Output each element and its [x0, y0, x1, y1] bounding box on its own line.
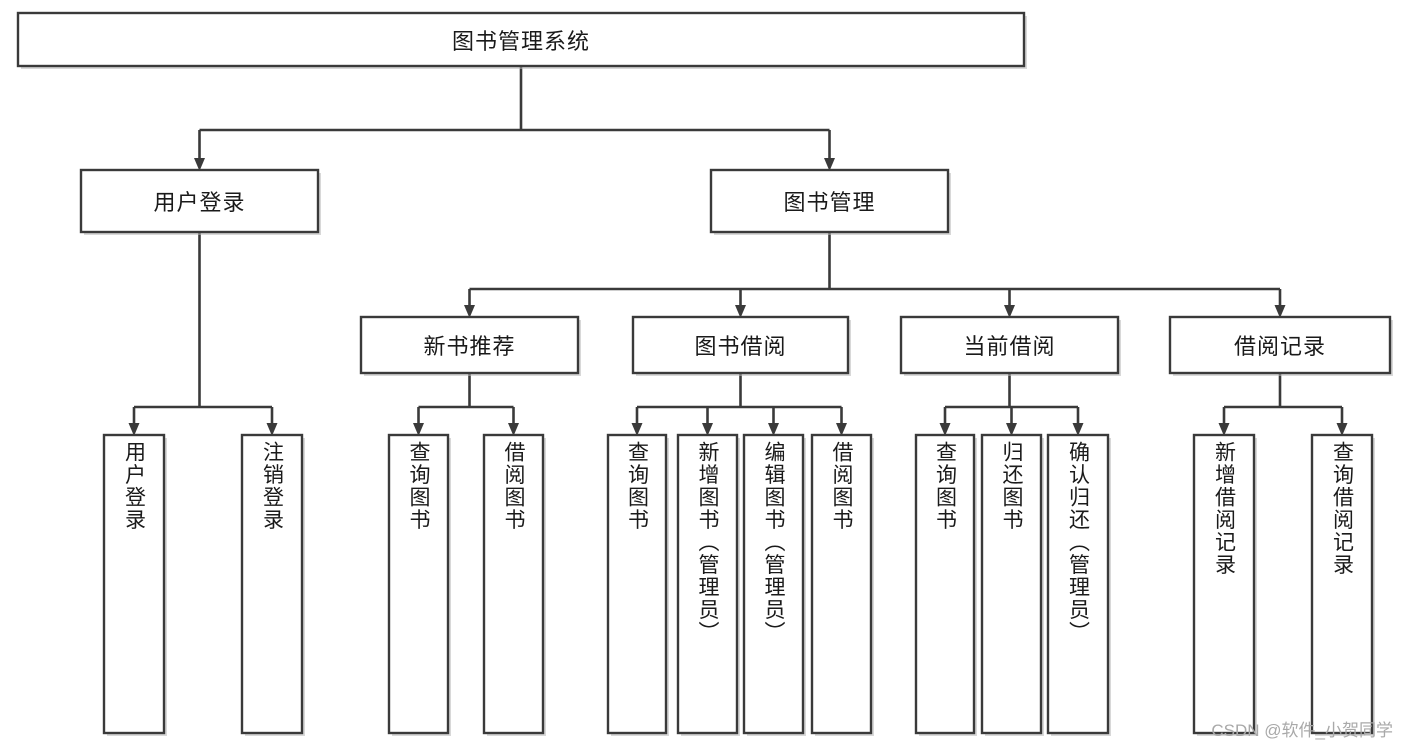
node-new-book-rec[interactable] [359, 315, 581, 376]
arrow-head-icon [128, 423, 140, 436]
arrow-head-icon [1004, 305, 1015, 318]
arrow-head-icon [824, 158, 835, 171]
node-leaf-borrow-book-2[interactable] [810, 433, 874, 736]
edge-group-borrow-record [1218, 373, 1348, 436]
node-book-manage[interactable] [709, 168, 951, 235]
node-user-login[interactable] [79, 168, 321, 235]
arrow-head-icon [464, 305, 475, 318]
arrow-head-icon [1072, 423, 1084, 436]
arrow-head-icon [1274, 305, 1286, 318]
node-current-borrow[interactable] [899, 315, 1121, 376]
nodes-layer [16, 11, 1393, 736]
arrow-head-icon [702, 423, 713, 436]
arrow-head-icon [1006, 423, 1017, 436]
arrow-head-icon [939, 423, 951, 436]
node-leaf-add-book[interactable] [676, 433, 740, 736]
arrow-head-icon [1218, 423, 1230, 436]
arrow-head-icon [413, 423, 424, 436]
node-leaf-edit-book[interactable] [742, 433, 806, 736]
edge-group-root [194, 66, 835, 171]
edge-group-user-login [128, 232, 278, 436]
node-leaf-query-record[interactable] [1310, 433, 1375, 736]
arrow-head-icon [1336, 423, 1348, 436]
edge-group-book-borrow [631, 373, 847, 436]
node-leaf-user-logout[interactable] [240, 433, 305, 736]
arrow-head-icon [508, 423, 519, 436]
node-leaf-confirm-return[interactable] [1046, 433, 1111, 736]
edge-group-current-borrow [939, 373, 1084, 436]
arrow-head-icon [194, 158, 205, 171]
node-leaf-borrow-book-1[interactable] [482, 433, 546, 736]
edge-group-new-book-rec [413, 373, 519, 436]
node-borrow-record[interactable] [1168, 315, 1393, 376]
node-leaf-user-login[interactable] [102, 433, 167, 736]
node-leaf-query-book-2[interactable] [606, 433, 669, 736]
arrow-head-icon [631, 423, 643, 436]
arrow-head-icon [836, 423, 847, 436]
edges-layer [128, 66, 1348, 436]
node-leaf-query-book-3[interactable] [914, 433, 977, 736]
arrow-head-icon [735, 305, 746, 318]
node-leaf-add-record[interactable] [1192, 433, 1257, 736]
node-leaf-query-book-1[interactable] [387, 433, 451, 736]
arrow-head-icon [768, 423, 779, 436]
edge-group-book-manage [464, 232, 1286, 318]
node-book-borrow[interactable] [631, 315, 851, 376]
node-root[interactable] [16, 11, 1027, 69]
arrow-head-icon [266, 423, 278, 436]
node-leaf-return-book[interactable] [980, 433, 1044, 736]
